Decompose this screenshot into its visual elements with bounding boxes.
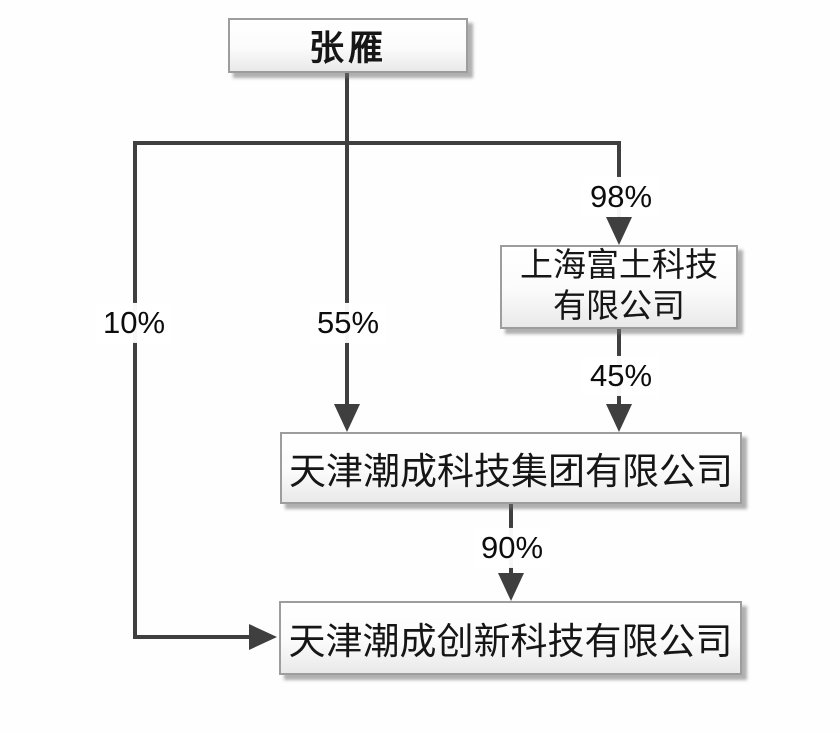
node-zhangyan: 张雁	[228, 18, 468, 73]
edge-label-zhangyan-group: 55%	[309, 302, 387, 344]
node-shanghai-label-line1: 上海富土科技	[520, 248, 718, 284]
arrowhead-right-icon	[249, 624, 277, 650]
connector-zhangyan-branch-horizontal	[133, 141, 621, 145]
arrowhead-down-icon	[606, 404, 632, 432]
arrowhead-down-icon	[334, 404, 360, 432]
node-tianjin-chaocheng-innovation: 天津潮成创新科技有限公司	[279, 601, 742, 675]
node-group-label: 天津潮成科技集团有限公司	[289, 452, 733, 493]
edge-label-zhangyan-innovation: 10%	[95, 302, 173, 344]
arrowhead-down-icon	[498, 573, 524, 601]
node-tianjin-chaocheng-group: 天津潮成科技集团有限公司	[280, 432, 742, 504]
connector-zhangyan-to-innovation-horizontal	[133, 635, 253, 639]
edge-label-group-innovation: 90%	[473, 527, 551, 569]
node-innovation-label: 天津潮成创新科技有限公司	[288, 622, 733, 663]
node-zhangyan-label: 张雁	[308, 29, 387, 68]
node-shanghai-futu-technology: 上海富土科技 有限公司	[500, 245, 738, 329]
connector-zhangyan-to-group-vertical	[345, 73, 349, 408]
connector-zhangyan-to-innovation-vertical	[133, 141, 137, 639]
edge-label-shanghai-group: 45%	[582, 355, 660, 397]
node-shanghai-label: 上海富土科技 有限公司	[520, 246, 718, 328]
arrowhead-down-icon	[606, 217, 632, 245]
node-shanghai-label-line2: 有限公司	[553, 289, 685, 325]
edge-label-zhangyan-shanghai: 98%	[582, 176, 660, 218]
